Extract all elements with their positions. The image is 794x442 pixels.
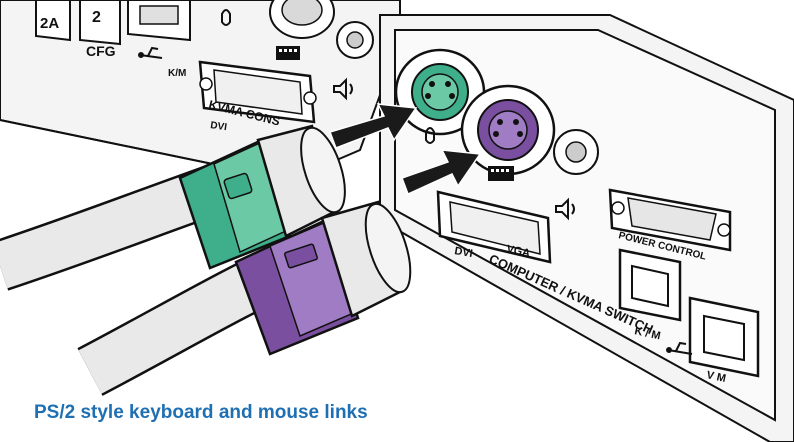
usb-b-port-km [620,250,680,320]
console-unit: 2A 2 CFG K/M DVI KVMA CONS [0,0,400,180]
keyboard-icon [276,46,300,60]
port-label-2a: 2A [40,15,59,32]
computer-unit: DVI VGA POWER CONTROL COMPUTER / KVMA SW… [380,15,794,442]
port-label-2: 2 [92,9,101,26]
keyboard-icon [488,166,514,181]
cfg-label: CFG [86,43,116,59]
dvi-label-left: DVI [210,120,228,133]
figure-caption: PS/2 style keyboard and mouse links [34,402,368,424]
km-label-left: K/M [168,68,186,79]
usb-b-port-vm [690,298,758,376]
